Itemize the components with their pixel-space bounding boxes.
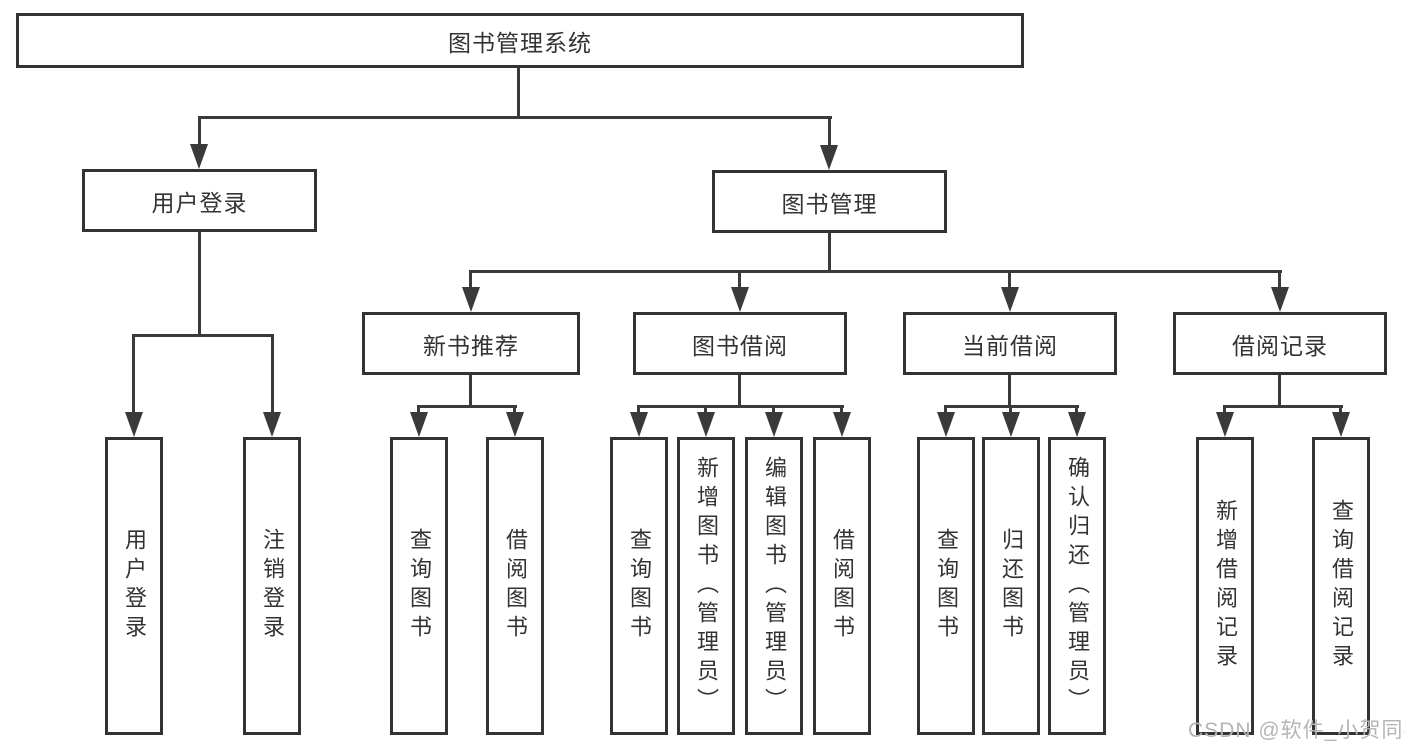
leaf-return-books-label: 归还图书 [999, 528, 1024, 644]
arrowhead-down-icon [125, 412, 143, 437]
connector-line-vertical [704, 405, 707, 415]
leaf-logout: 注销登录 [243, 437, 301, 735]
leaf-edit-books-admin-label: 编辑图书（管理员） [762, 455, 787, 717]
connector-line-vertical [469, 375, 472, 407]
arrowhead-down-icon [731, 287, 749, 312]
node-borrowing-records: 借阅记录 [1173, 312, 1387, 375]
connector-line-vertical [417, 405, 420, 415]
connector-line-vertical [828, 233, 831, 272]
connector-line-horizontal [417, 405, 517, 408]
arrowhead-down-icon [506, 412, 524, 437]
node-current-borrowing: 当前借阅 [903, 312, 1117, 375]
arrowhead-down-icon [1332, 412, 1350, 437]
arrowhead-down-icon [937, 412, 955, 437]
leaf-query-books: 查询图书 [390, 437, 448, 735]
leaf-query-books: 查询图书 [610, 437, 668, 735]
leaf-query-books-label: 查询图书 [627, 528, 652, 644]
leaf-logout-label: 注销登录 [260, 528, 285, 644]
connector-line-vertical [1008, 270, 1011, 290]
leaf-user-login: 用户登录 [105, 437, 163, 735]
arrowhead-down-icon [190, 144, 208, 169]
connector-line-vertical [132, 334, 135, 415]
leaf-add-borrow-record: 新增借阅记录 [1196, 437, 1254, 735]
connector-line-vertical [1278, 375, 1281, 407]
arrowhead-down-icon [1001, 287, 1019, 312]
connector-line-vertical [840, 405, 843, 415]
connector-line-vertical [198, 116, 201, 147]
leaf-borrow-books-label: 借阅图书 [830, 528, 855, 644]
connector-line-vertical [1075, 405, 1078, 415]
connector-line-vertical [469, 270, 472, 290]
leaf-add-borrow-record-label: 新增借阅记录 [1213, 499, 1238, 673]
node-user-login-branch: 用户登录 [82, 169, 317, 232]
leaf-query-books-label: 查询图书 [407, 528, 432, 644]
connector-line-vertical [738, 270, 741, 290]
leaf-confirm-return-admin: 确认归还（管理员） [1048, 437, 1106, 735]
leaf-borrow-books: 借阅图书 [813, 437, 871, 735]
connector-line-horizontal [198, 116, 832, 119]
connector-line-horizontal [469, 270, 1282, 273]
node-book-borrowing: 图书借阅 [633, 312, 847, 375]
leaf-return-books: 归还图书 [982, 437, 1040, 735]
connector-line-vertical [637, 405, 640, 415]
arrowhead-down-icon [833, 412, 851, 437]
connector-line-vertical [1223, 405, 1226, 415]
node-new-book-recommendation: 新书推荐 [362, 312, 580, 375]
arrowhead-down-icon [765, 412, 783, 437]
node-library-management-system: 图书管理系统 [16, 13, 1024, 68]
arrowhead-down-icon [462, 287, 480, 312]
connector-line-vertical [1009, 405, 1012, 415]
arrowhead-down-icon [1271, 287, 1289, 312]
connector-line-vertical [738, 375, 741, 407]
watermark: CSDN @软件_小贺同学 [1188, 719, 1405, 742]
connector-line-vertical [772, 405, 775, 415]
connector-line-vertical [944, 405, 947, 415]
leaf-query-books: 查询图书 [917, 437, 975, 735]
leaf-query-borrow-record-label: 查询借阅记录 [1329, 499, 1354, 673]
leaf-confirm-return-admin-label: 确认归还（管理员） [1065, 455, 1090, 717]
leaf-user-login-label: 用户登录 [122, 528, 147, 644]
connector-line-vertical [271, 334, 274, 415]
connector-line-vertical [513, 405, 516, 415]
arrowhead-down-icon [1068, 412, 1086, 437]
leaf-add-books-admin: 新增图书（管理员） [677, 437, 735, 735]
connector-line-vertical [1008, 375, 1011, 407]
leaf-query-borrow-record: 查询借阅记录 [1312, 437, 1370, 735]
leaf-query-books-label: 查询图书 [934, 528, 959, 644]
connector-line-vertical [1278, 270, 1281, 290]
arrowhead-down-icon [630, 412, 648, 437]
connector-line-vertical [1339, 405, 1342, 415]
leaf-borrow-books: 借阅图书 [486, 437, 544, 735]
arrowhead-down-icon [820, 145, 838, 170]
connector-line-horizontal [637, 405, 844, 408]
arrowhead-down-icon [410, 412, 428, 437]
leaf-add-books-admin-label: 新增图书（管理员） [694, 455, 719, 717]
connector-line-horizontal [132, 334, 274, 337]
connector-line-vertical [198, 232, 201, 336]
leaf-edit-books-admin: 编辑图书（管理员） [745, 437, 803, 735]
arrowhead-down-icon [1216, 412, 1234, 437]
arrowhead-down-icon [263, 412, 281, 437]
arrowhead-down-icon [1002, 412, 1020, 437]
leaf-borrow-books-label: 借阅图书 [503, 528, 528, 644]
connector-line-vertical [517, 68, 520, 118]
connector-line-horizontal [1223, 405, 1343, 408]
connector-line-vertical [828, 116, 831, 148]
arrowhead-down-icon [697, 412, 715, 437]
node-book-management-branch: 图书管理 [712, 170, 947, 233]
